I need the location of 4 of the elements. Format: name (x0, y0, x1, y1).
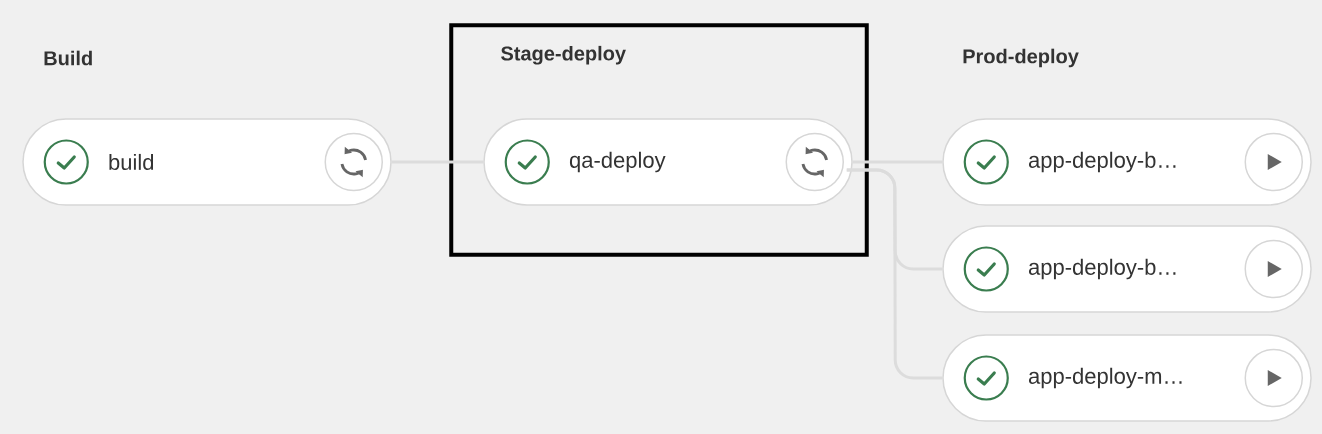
stage-heading: Prod-deploy (963, 48, 1079, 68)
connector-line (846, 168, 943, 380)
stage-heading: Build (44, 50, 92, 66)
stage-heading: Stage-deploy (501, 45, 626, 65)
